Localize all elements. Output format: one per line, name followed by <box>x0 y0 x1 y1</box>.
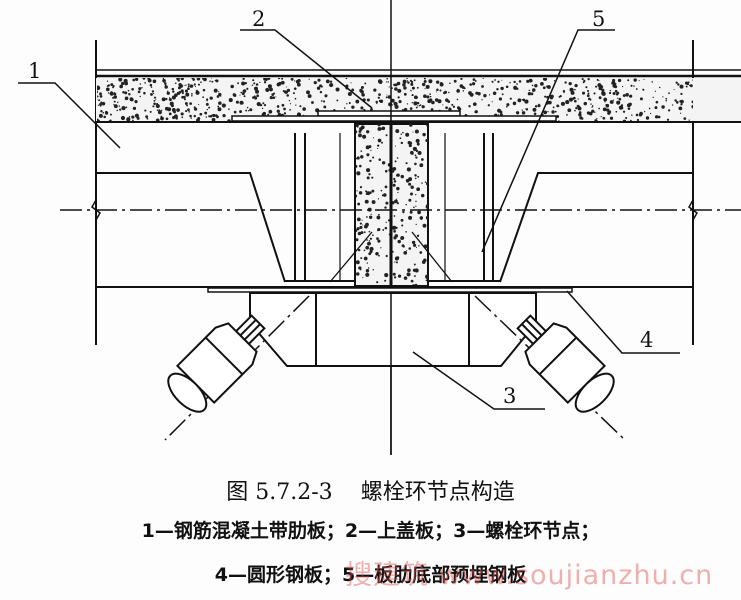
figure-number: 图 5.7.2-3 <box>226 480 333 505</box>
leader-2 <box>240 29 373 109</box>
leader-5 <box>481 29 615 253</box>
callout-4: 4 <box>640 328 653 352</box>
concrete-texture <box>97 78 693 122</box>
callout-5: 5 <box>592 7 605 31</box>
figure-title-text: 螺栓环节点构造 <box>360 480 515 505</box>
callout-3: 3 <box>503 384 516 408</box>
left-bolt-tube <box>167 314 266 413</box>
bolt-ring-node <box>249 292 537 367</box>
top-cover-plate-lower <box>231 115 557 122</box>
right-bolt-tube <box>516 314 615 413</box>
circular-steel-plate <box>207 287 573 293</box>
legend-line-1: 1—钢筋混凝土带肋板；2—上盖板；3—螺栓环节点； <box>141 520 600 542</box>
legend-line-2: 4—圆形钢板；5—板肋底部预埋钢板 <box>214 564 527 586</box>
callout-1: 1 <box>28 59 41 83</box>
right-rib-outline <box>499 172 693 283</box>
callout-2: 2 <box>252 7 265 31</box>
leader-1 <box>18 82 121 149</box>
figure-title: 图 5.7.2-3 螺栓环节点构造 <box>0 474 741 506</box>
leader-4 <box>566 290 680 354</box>
left-rib-outline <box>96 172 286 283</box>
leader-3 <box>412 351 545 410</box>
watermark: 搜建筑 www.soujianzhu.cn <box>345 560 714 591</box>
